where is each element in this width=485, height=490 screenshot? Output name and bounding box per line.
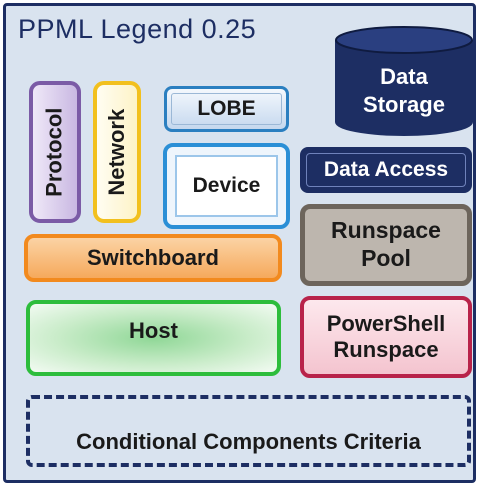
host-label: Host [129, 318, 178, 343]
legend-panel: PPML Legend 0.25 Protocol Network LOBE D… [3, 3, 476, 483]
legend-title: PPML Legend 0.25 [18, 14, 257, 44]
network-label: Network [103, 108, 129, 196]
powershell-runspace-label-1: PowerShell [326, 310, 446, 336]
switchboard-label: Switchboard [86, 244, 219, 270]
data-storage-node: Data Storage [335, 26, 473, 136]
powershell-runspace-node: PowerShell Runspace [300, 296, 472, 378]
lobe-node: LOBE [164, 86, 289, 132]
host-node: Host [26, 300, 281, 376]
runspace-pool-label-1: Runspace [331, 217, 441, 244]
data-access-label: Data Access [323, 158, 449, 182]
data-storage-top [335, 26, 473, 54]
conditional-components-label: Conditional Components Criteria [76, 428, 421, 454]
switchboard-node: Switchboard [24, 234, 282, 282]
data-storage-label-1: Data [380, 64, 428, 89]
lobe-label: LOBE [197, 97, 256, 121]
data-storage-label-2: Storage [363, 92, 445, 117]
protocol-label: Protocol [41, 107, 67, 197]
data-storage-body [335, 40, 473, 136]
device-node: Device [163, 143, 290, 229]
network-node: Network [93, 81, 141, 223]
runspace-pool-label-2: Pool [361, 245, 411, 271]
data-access-node: Data Access [300, 147, 472, 193]
device-label: Device [192, 174, 261, 198]
powershell-runspace-label-2: Runspace [333, 337, 439, 362]
conditional-components-node: Conditional Components Criteria [26, 395, 471, 467]
protocol-node: Protocol [29, 81, 81, 223]
runspace-pool-node: Runspace Pool [300, 204, 472, 286]
